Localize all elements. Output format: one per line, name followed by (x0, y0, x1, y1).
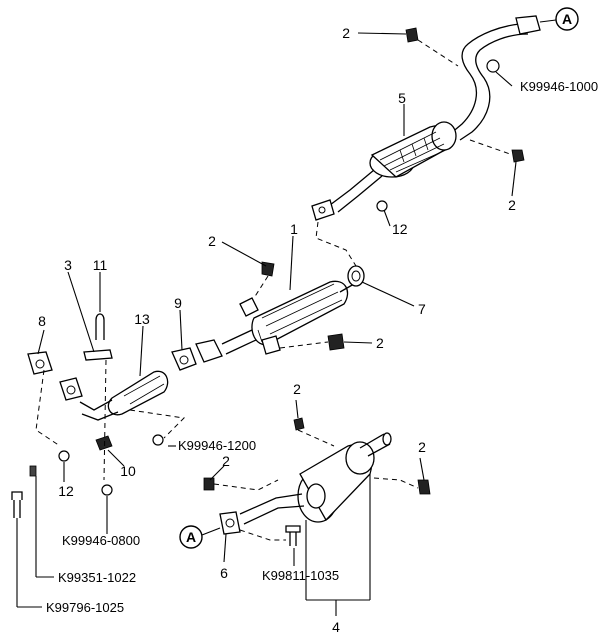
callout-9: 9 (174, 295, 182, 311)
part-k99796-1025: K99796-1025 (46, 600, 124, 615)
part-k99351-1022: K99351-1022 (58, 570, 136, 585)
callout-4: 4 (332, 619, 340, 635)
callout-labels: 2 2 5 12 2 1 7 2 3 11 8 13 9 10 12 2 2 2… (38, 25, 516, 635)
callout-2-bottom-mid: 2 (293, 381, 301, 397)
callout-12-top: 12 (392, 221, 408, 237)
front-pipe (79, 339, 223, 421)
bracket-3 (83, 313, 113, 361)
callout-3: 3 (64, 257, 72, 273)
connector-a-top-label: A (562, 11, 572, 27)
rear-pipe-upper (449, 15, 541, 141)
connector-a-bottom-label: A (186, 529, 196, 545)
dashed-guides (35, 39, 511, 541)
part-k99946-1200: K99946-1200 (178, 438, 256, 453)
callout-6: 6 (220, 565, 228, 581)
catalytic-converter (221, 280, 355, 355)
callout-7: 7 (418, 301, 426, 317)
callout-10: 10 (120, 463, 136, 479)
connector-a-bottom: A (179, 525, 221, 549)
part-k99946-1000: K99946-1000 (520, 79, 598, 94)
callout-2-mid-left: 2 (208, 233, 216, 249)
callout-1: 1 (290, 221, 298, 237)
gasket-7 (347, 265, 365, 287)
main-muffler (311, 121, 457, 221)
connector-a-top: A (539, 7, 579, 31)
callout-11: 11 (93, 257, 108, 273)
part-k99946-0800: K99946-0800 (62, 533, 140, 548)
callout-2-right-top: 2 (508, 197, 516, 213)
fasteners (11, 27, 525, 518)
callout-2-bottom-right: 2 (418, 439, 426, 455)
leader-lines (16, 32, 517, 616)
callout-13: 13 (134, 311, 150, 327)
callout-2-top: 2 (342, 25, 350, 41)
callout-12-bottom: 12 (58, 483, 74, 499)
callout-2-bottom-left: 2 (222, 453, 230, 469)
callout-8: 8 (38, 313, 46, 329)
part-number-labels: K99946-1000 K99946-1200 K99946-0800 K993… (46, 79, 598, 615)
bracket-10 (95, 435, 113, 451)
rear-muffler (219, 432, 392, 546)
callout-5: 5 (398, 90, 406, 106)
callout-2-mid-right: 2 (376, 335, 384, 351)
flange-8 (27, 351, 83, 401)
part-k99811-1035: K99811-1035 (262, 568, 339, 583)
